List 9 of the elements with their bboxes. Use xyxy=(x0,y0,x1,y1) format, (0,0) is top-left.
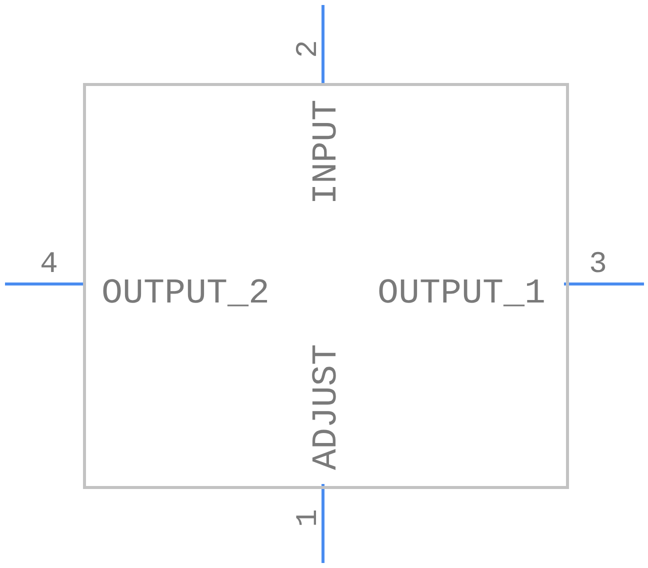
pin-name: ADJUST xyxy=(309,343,344,470)
pin-number: 3 xyxy=(589,250,607,280)
pin-number: 1 xyxy=(294,509,324,527)
pin-number: 2 xyxy=(294,40,324,58)
pin-name: OUTPUT_1 xyxy=(377,276,546,311)
pin-name: INPUT xyxy=(309,98,344,204)
component-body xyxy=(82,82,568,488)
pin-name: OUTPUT_2 xyxy=(101,276,270,311)
pin-number: 4 xyxy=(40,250,58,280)
